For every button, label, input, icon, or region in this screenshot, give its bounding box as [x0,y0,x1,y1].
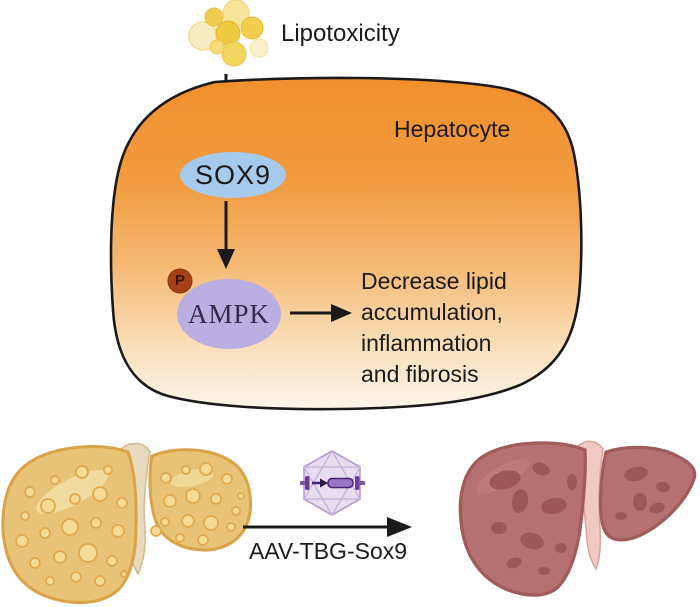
hepatocyte-label: Hepatocyte [394,116,511,142]
treatment-arrow-label: AAV-TBG-Sox9 [248,538,408,564]
phosphate-label: P [174,272,186,289]
aav-virus-icon [300,449,365,517]
phosphate-badge [167,268,193,294]
lipid-droplets-icon [188,0,269,67]
sox9-label: SOX9 [194,159,272,190]
aav-gene-cassette [300,476,365,490]
lipotoxicity-label: Lipotoxicity [281,20,400,47]
outcome-text: Decrease lipid accumulation, inflammatio… [361,268,507,387]
ampk-node [177,279,281,349]
fatty-liver-icon [1,442,252,605]
arrow-down-sox9-ampk [217,201,235,269]
ampk-label: AMPK [187,298,271,329]
healthy-liver-icon [458,440,697,597]
hepatocyte-cell [109,76,583,411]
arrow-right-treatment [243,517,412,537]
arrow-right-ampk-outcome [290,304,352,322]
sox9-node [180,152,286,198]
